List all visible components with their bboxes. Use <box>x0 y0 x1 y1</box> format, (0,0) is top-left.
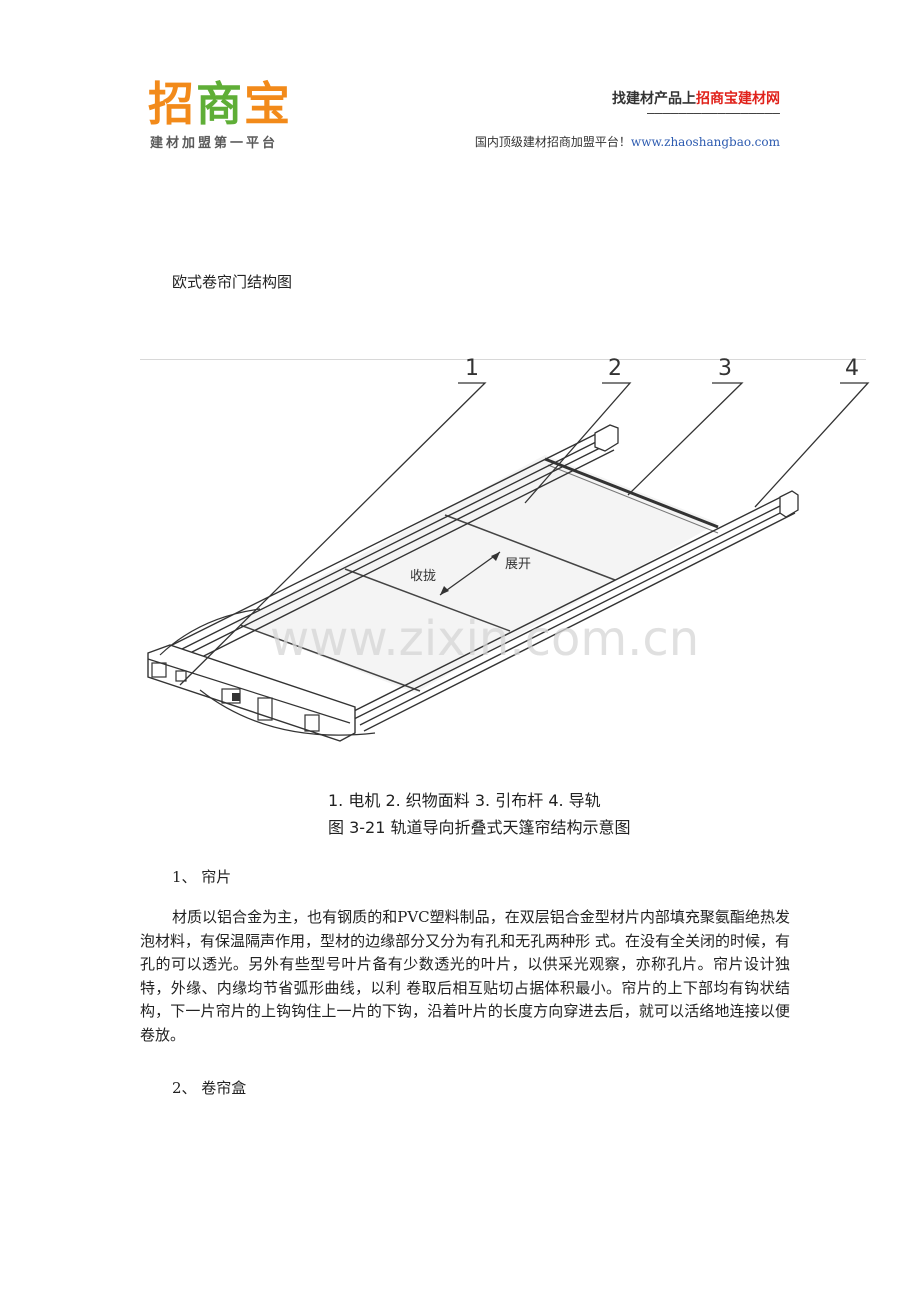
fabric-panel <box>235 455 718 693</box>
header-subline: 国内顶级建材招商加盟平台！www.zhaoshangbao.com <box>475 133 780 150</box>
logo-char: 招 <box>148 77 196 131</box>
direction-arrow <box>439 551 501 596</box>
watermark-text: www.zixin.com.cn <box>270 611 699 667</box>
article-heading: 欧式卷帘门结构图 <box>172 273 293 291</box>
tagline-prefix: 找建材产品上 <box>612 91 696 107</box>
section-1-body: 材质以铝合金为主，也有钢质的和PVC塑料制品，在双层铝合金型材片内部填充聚氨酯绝… <box>140 908 790 1044</box>
header-tagline: 找建材产品上招商宝建材网 <box>612 88 780 108</box>
figure-top-rule <box>140 359 866 360</box>
callout-leaders <box>179 382 870 686</box>
figure-caption: 图 3-21 轨道导向折叠式天篷帘结构示意图 <box>328 818 631 837</box>
subline-text: 国内顶级建材招商加盟平台！ <box>474 135 631 149</box>
panel-divider-2 <box>344 568 511 632</box>
figure-legend: 1. 电机 2. 织物面料 3. 引布杆 4. 导轨 <box>328 791 601 810</box>
arrow-label-collapse: 收拢 <box>410 569 436 584</box>
callout-1: 1 <box>465 356 479 381</box>
logo-char: 商 <box>196 77 244 131</box>
structure-diagram: 1 2 3 4 收拢 展开 www.zixin.com.cn 1. 电机 2. … <box>147 356 870 837</box>
section-2-title: 2、 卷帘盒 <box>172 1079 247 1097</box>
panel-divider-1 <box>444 514 616 581</box>
panel-divider-3 <box>239 624 421 692</box>
logo-char: 宝 <box>244 77 292 131</box>
site-url-link[interactable]: www.zhaoshangbao.com <box>630 135 780 149</box>
brand-logo[interactable]: 招商宝 建材加盟第一平台 <box>148 78 308 152</box>
tagline-link[interactable]: 招商宝建材网 <box>696 91 780 107</box>
logo-slogan: 建材加盟第一平台 <box>150 136 279 151</box>
header-divider: ————————————————— <box>646 106 780 121</box>
arrow-label-expand: 展开 <box>505 557 531 572</box>
callout-3: 3 <box>718 356 732 381</box>
callout-4: 4 <box>845 356 859 381</box>
section-1-title: 1、 帘片 <box>172 868 232 886</box>
motor-housing <box>147 608 376 742</box>
callout-2: 2 <box>608 356 622 381</box>
logo-wordmark: 招商宝 <box>148 78 292 130</box>
structure-figure: 1 2 3 4 收拢 展开 www.zixin.com.cn 1. 电机 2. … <box>140 355 870 845</box>
right-guide-rail <box>349 490 799 732</box>
